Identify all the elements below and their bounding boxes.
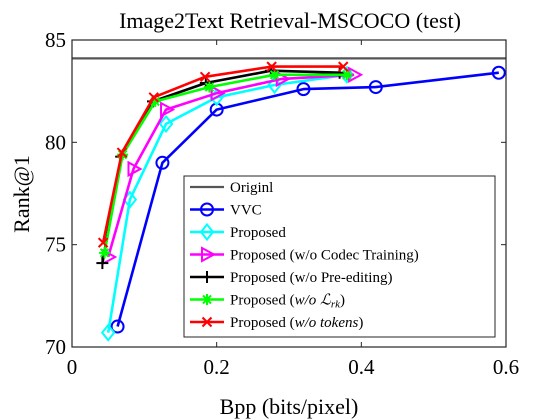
series-lines [72, 57, 506, 342]
legend-entry: Proposed (w/o ℒrk) [190, 293, 345, 311]
axis-ticks: 0 0.2 0.4 0.6 70 75 80 85 [45, 28, 519, 379]
data-point [116, 147, 128, 158]
y-tick-label: 70 [45, 335, 66, 359]
series-1 [110, 65, 506, 334]
x-tick-label: 0 [67, 355, 78, 379]
data-point [201, 271, 213, 283]
y-tick-label: 85 [45, 28, 66, 52]
legend-label: Proposed (w/o Codec Training) [230, 248, 419, 264]
legend-label: Proposed (w/o ℒrk) [230, 293, 345, 311]
data-point [97, 237, 109, 248]
data-point [110, 319, 125, 334]
y-axis-label: Rank@1 [9, 155, 34, 233]
legend-entry: VVC [190, 202, 262, 219]
data-point [158, 114, 174, 134]
legend-label: Originl [230, 180, 273, 196]
data-point [155, 155, 170, 170]
data-point [201, 316, 213, 328]
data-point [491, 65, 506, 80]
data-point [127, 160, 143, 178]
data-point [210, 85, 226, 102]
data-point [203, 81, 215, 93]
legend-label: Proposed (w/o tokens) [230, 315, 363, 331]
x-tick-label: 0.6 [493, 355, 519, 379]
series-6 [97, 61, 349, 248]
data-point [199, 71, 211, 83]
chart-title: Image2Text Retrieval-MSCOCO (test) [119, 8, 461, 33]
data-point [100, 323, 116, 342]
legend-entry: Proposed [190, 222, 286, 242]
data-point [201, 294, 213, 305]
data-point [148, 92, 159, 103]
data-point [199, 222, 215, 242]
series-line [106, 73, 348, 333]
legend-box [183, 175, 496, 338]
data-point [201, 246, 217, 263]
y-tick-label: 80 [45, 130, 66, 154]
data-point [269, 69, 281, 81]
x-tick-label: 0.4 [348, 355, 375, 379]
data-point [200, 202, 214, 217]
data-point [296, 82, 311, 97]
series-line [106, 73, 355, 258]
legend-entry: Proposed (w/o tokens) [190, 315, 363, 331]
legend-entry: Proposed (w/o Codec Training) [190, 246, 419, 264]
data-point [266, 61, 277, 72]
y-tick-label: 75 [45, 233, 66, 257]
data-point [96, 257, 109, 270]
plot-frame [71, 39, 507, 348]
series-line [103, 73, 347, 254]
series-line [116, 71, 499, 327]
data-point [338, 61, 349, 72]
x-axis-label: Bpp (bits/pixel) [220, 394, 359, 419]
legend-label: VVC [230, 203, 262, 219]
legend-entry: Originl [190, 180, 273, 196]
data-point [160, 101, 176, 118]
legend-label: Proposed (w/o Pre-editing) [230, 270, 392, 286]
series-line [101, 65, 344, 243]
legend-label: Proposed [230, 225, 286, 241]
x-tick-label: 0.2 [204, 355, 230, 379]
data-point [368, 80, 383, 95]
data-point [99, 247, 111, 259]
legend-entry: Proposed (w/o Pre-editing) [190, 270, 392, 286]
